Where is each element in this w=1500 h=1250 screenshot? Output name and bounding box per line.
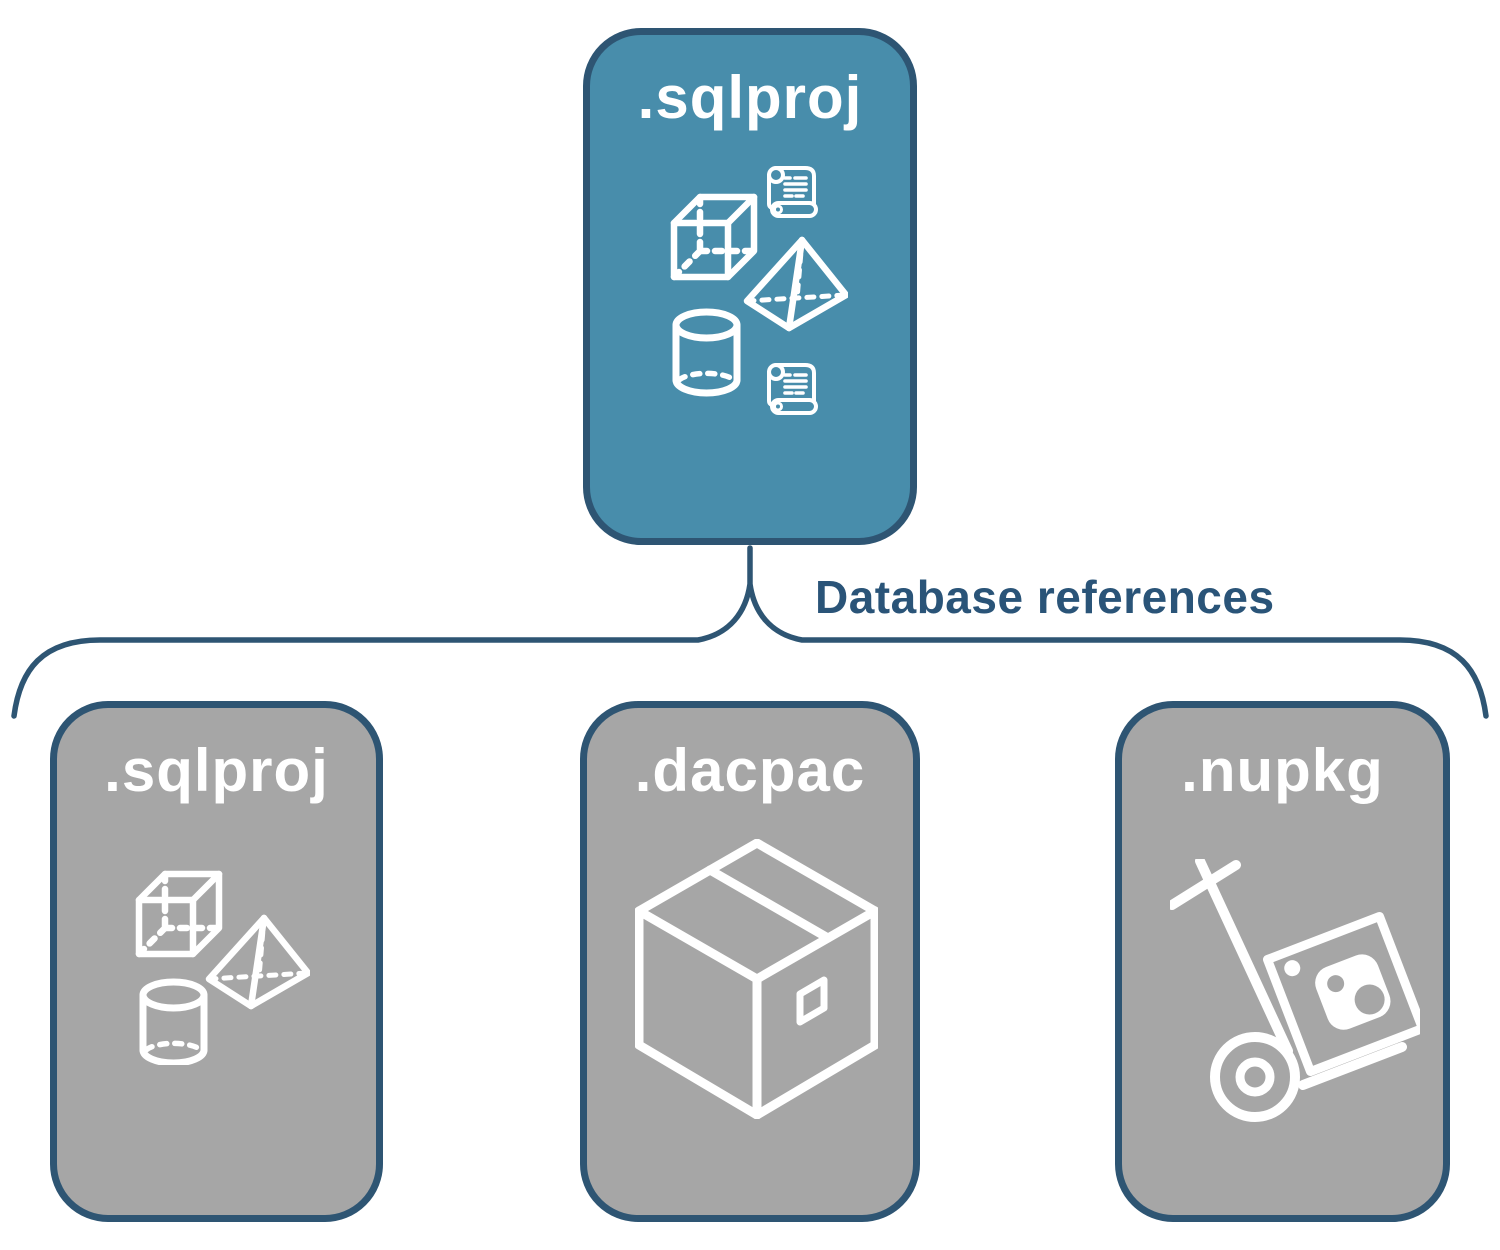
nuget-package [1262,911,1420,1077]
child-node-title: .nupkg [1181,737,1384,804]
truck-rail [1195,859,1293,1056]
pyramid-icon [209,918,308,1006]
cube-icon [139,874,219,954]
child-node-nupkg: .nupkg [1115,701,1450,1222]
root-node-title: .sqlproj [637,64,863,131]
child-node-title: .sqlproj [104,737,329,804]
script-scroll-icon [767,166,818,218]
truck-ledge [1298,1042,1407,1090]
child-node-dacpac: .dacpac [580,701,920,1222]
cylinder-icon [143,982,204,1063]
root-node-sqlproj: .sqlproj [583,28,917,545]
brace-connector [11,545,1489,719]
cylinder-icon [676,312,737,393]
package-box-icon [635,839,878,1119]
connector-label: Database references [815,571,1275,623]
child-node-title: .dacpac [634,737,866,804]
script-scroll-icon [767,363,818,415]
truck-handle [1170,860,1241,910]
sql-objects-icons [135,870,310,1065]
nuget-hand-truck-icon [1170,859,1420,1122]
cube-icon [674,197,754,277]
truck-wheel [1210,1032,1300,1122]
pyramid-icon [747,240,846,328]
sql-objects-icons [670,166,848,415]
child-node-sqlproj: .sqlproj [50,701,383,1222]
